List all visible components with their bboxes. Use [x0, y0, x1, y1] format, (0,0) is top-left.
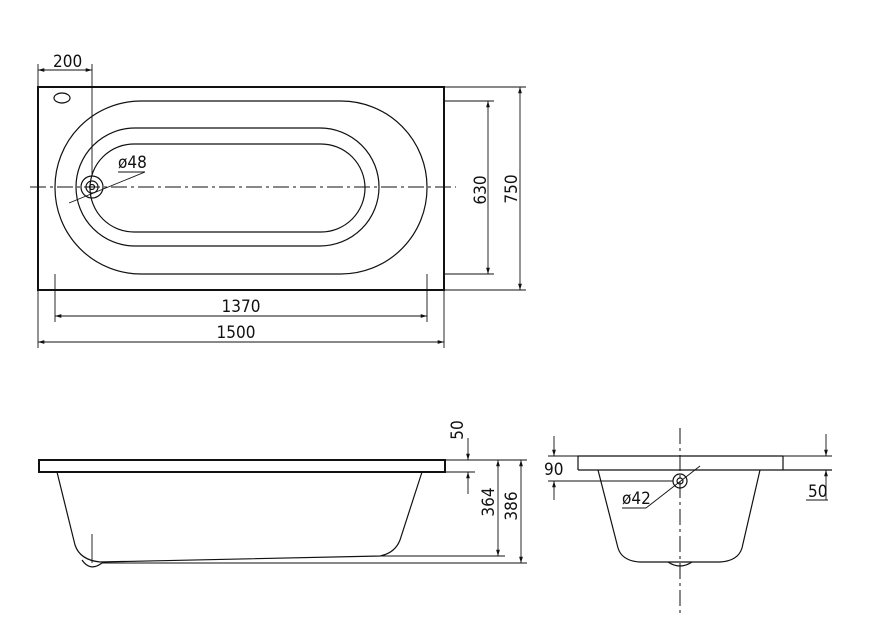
tub-outer-rim — [54, 100, 428, 275]
side-rim — [38, 459, 446, 473]
overflow-hole-icon — [53, 92, 71, 104]
overflow-inner-icon — [676, 477, 684, 485]
overflow-leader — [645, 465, 701, 509]
drain-dia-label: ø48 — [118, 153, 147, 173]
tub-inner-basin — [75, 127, 380, 247]
dim-364-label: 364 — [479, 487, 499, 516]
dim-1500-label: 1500 — [217, 323, 256, 343]
dim-1370-label: 1370 — [222, 297, 261, 317]
top-view: ø48 200 630 750 1370 1500 — [30, 52, 526, 348]
end-view: ø42 90 50 — [544, 428, 832, 616]
tub-outline-top — [37, 86, 445, 291]
drain-core-icon — [88, 183, 96, 191]
drain-leader — [68, 171, 146, 204]
dim-386-label: 386 — [502, 491, 522, 520]
side-view: 50 364 386 — [38, 420, 527, 568]
end-body — [597, 469, 761, 563]
side-foot — [81, 559, 103, 568]
dim-200-label: 200 — [53, 52, 82, 72]
overflow-dia-label: ø42 — [622, 489, 651, 509]
drain-inner-icon — [85, 180, 99, 194]
dim-90-label: 90 — [544, 460, 563, 480]
dim-50-end-label: 50 — [808, 482, 827, 502]
dim-750-label: 750 — [502, 174, 522, 203]
side-body — [56, 471, 423, 563]
dim-50-side-label: 50 — [448, 420, 468, 439]
dim-630-label: 630 — [471, 175, 491, 204]
